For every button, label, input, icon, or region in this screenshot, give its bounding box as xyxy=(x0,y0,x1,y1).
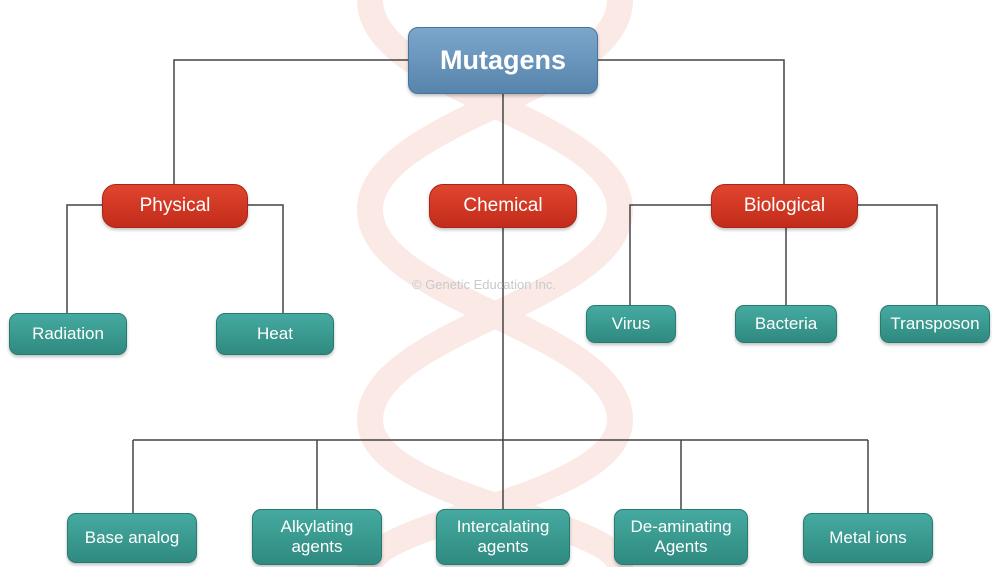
transposon-node: Transposon xyxy=(880,305,990,343)
copyright-watermark: © Genetic Education Inc. xyxy=(412,277,556,292)
intercalating-agents-node: Intercalating agents xyxy=(436,509,570,565)
alkylating-agents-node: Alkylating agents xyxy=(252,509,382,565)
base-analog-node: Base analog xyxy=(67,513,197,563)
connector-root-biological xyxy=(598,59,785,184)
connector-biological-virus xyxy=(629,204,711,305)
metal-ions-node: Metal ions xyxy=(803,513,933,563)
radiation-node: Radiation xyxy=(9,313,127,355)
connector-physical-radiation xyxy=(66,204,102,313)
connector-root-physical xyxy=(173,59,408,184)
bacteria-node: Bacteria xyxy=(735,305,837,343)
chemical-category-node: Chemical xyxy=(429,184,577,228)
virus-node: Virus xyxy=(586,305,676,343)
mutagens-root-node: Mutagens xyxy=(408,27,598,94)
connector-biological-transposon xyxy=(858,204,938,305)
deaminating-agents-node: De-aminating Agents xyxy=(614,509,748,565)
connector-physical-heat xyxy=(248,204,284,313)
heat-node: Heat xyxy=(216,313,334,355)
biological-category-node: Biological xyxy=(711,184,858,228)
dna-helix-watermark xyxy=(356,0,634,567)
physical-category-node: Physical xyxy=(102,184,248,228)
